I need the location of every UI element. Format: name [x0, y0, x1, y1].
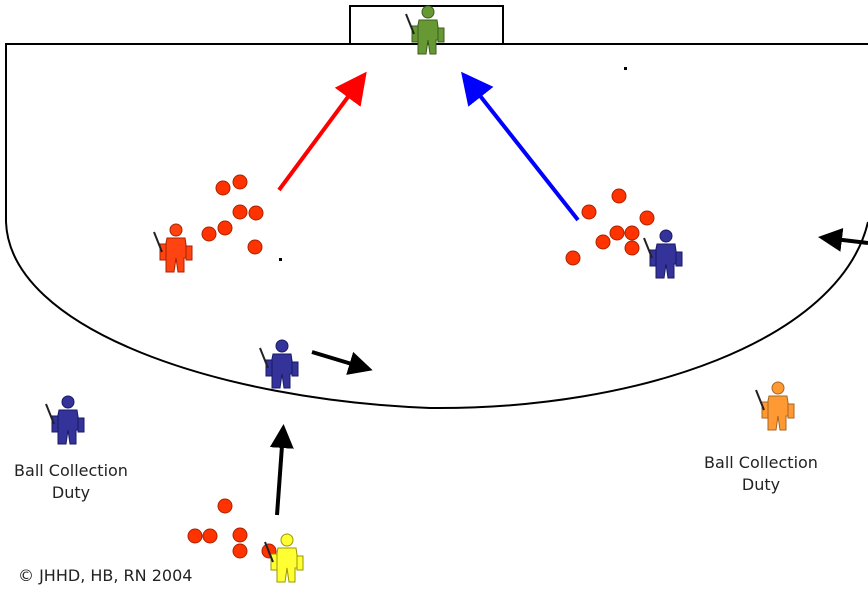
hockey-goalkeeper-icon — [45, 395, 85, 445]
arrow-black-side — [818, 227, 868, 252]
copyright-notice: © JHHD, HB, RN 2004 — [18, 566, 193, 585]
ball-icon — [565, 250, 581, 266]
ball-icon — [217, 220, 233, 236]
ball-collection-label-left: Ball Collection Duty — [14, 461, 128, 502]
hockey-goalkeeper-icon — [643, 229, 683, 279]
ball-icon — [202, 528, 218, 544]
ball-cluster-bottom — [187, 498, 277, 559]
arrow-black-pass — [311, 350, 373, 375]
ball-icon — [232, 204, 248, 220]
hockey-goalkeeper-icon — [153, 223, 193, 273]
ball-icon — [248, 205, 264, 221]
ball-cluster-right — [565, 188, 655, 266]
ball-icon — [639, 210, 655, 226]
arrows — [269, 71, 868, 516]
ball-icon — [247, 239, 263, 255]
hockey-goalkeeper-icon — [264, 533, 304, 583]
ball-icon — [232, 543, 248, 559]
hockey-goalkeeper-icon — [755, 381, 795, 431]
spot — [624, 67, 627, 70]
shooting-circle — [5, 221, 868, 410]
ball-icon — [595, 234, 611, 250]
arrow-blue — [461, 71, 580, 222]
spot — [279, 258, 282, 261]
ball-icon — [611, 188, 627, 204]
arrow-black-up — [269, 424, 294, 516]
field — [5, 5, 868, 410]
ball-icon — [215, 180, 231, 196]
hockey-goalkeeper-icon — [405, 5, 445, 55]
ball-icon — [624, 240, 640, 256]
ball-icon — [187, 528, 203, 544]
goal-line — [5, 43, 868, 222]
ball-icon — [581, 204, 597, 220]
ball-collection-label-right: Ball Collection Duty — [704, 453, 818, 494]
ball-cluster-left — [201, 174, 264, 255]
ball-icon — [232, 174, 248, 190]
arrow-red — [277, 71, 367, 192]
ball-icon — [217, 498, 233, 514]
ball-icon — [232, 527, 248, 543]
ball-icon — [624, 225, 640, 241]
ball-icon — [201, 226, 217, 242]
ball-icon — [609, 225, 625, 241]
hockey-goalkeeper-icon — [259, 339, 299, 389]
